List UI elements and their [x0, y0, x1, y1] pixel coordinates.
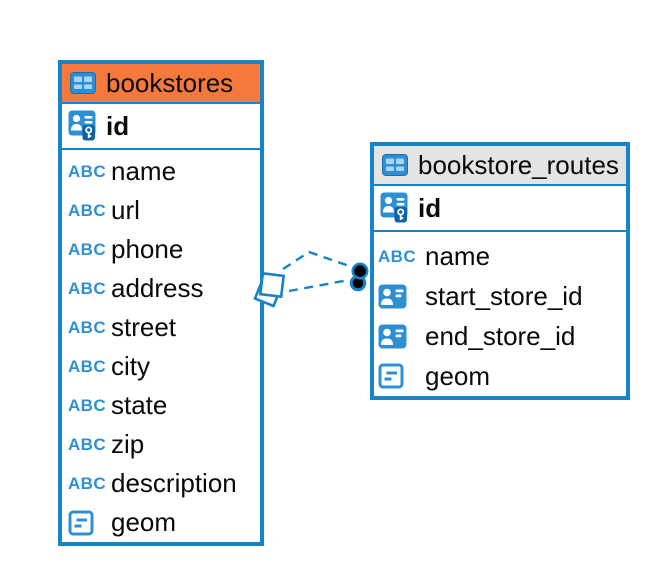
text-abc-icon: ABC — [68, 357, 107, 376]
column-row-state[interactable]: ABC state — [68, 390, 168, 420]
column-row-city[interactable]: ABC city — [68, 351, 150, 381]
text-abc-icon: ABC — [378, 246, 417, 266]
column-row-url[interactable]: ABC url — [68, 195, 140, 225]
column-row-geom[interactable]: geom — [374, 356, 626, 396]
person-card-icon — [378, 324, 419, 349]
text-abc-icon: ABC — [68, 240, 107, 259]
table-title: bookstore_routes — [418, 149, 619, 180]
relationship-source-marker[interactable] — [253, 271, 286, 308]
primary-key-name: id — [418, 192, 442, 223]
column-row-address[interactable]: ABC address — [68, 273, 204, 303]
column-row-description[interactable]: ABC description — [68, 468, 237, 498]
text-abc-icon: ABC — [68, 474, 107, 493]
text-abc-icon: ABC — [68, 435, 107, 454]
column-row-routes-id[interactable]: id — [374, 186, 626, 232]
column-row-start-store-id[interactable]: start_store_id — [374, 276, 626, 316]
text-abc-icon: ABC — [68, 201, 107, 220]
table-bookstores[interactable]: bookstores id ABC name — [58, 60, 264, 546]
relationship-target-marker[interactable] — [349, 262, 369, 292]
primary-key-name: id — [106, 110, 130, 141]
column-row-bookstores-id[interactable]: id — [62, 104, 260, 150]
person-card-icon — [378, 284, 419, 309]
table-bookstores-header[interactable]: bookstores — [62, 64, 260, 104]
table-title: bookstores — [106, 67, 234, 98]
column-row-geom[interactable]: geom — [62, 503, 260, 542]
table-icon — [70, 72, 96, 94]
column-row-name[interactable]: ABC name — [378, 240, 491, 271]
table-bookstore-routes[interactable]: bookstore_routes id ABC name — [370, 142, 630, 400]
column-row-end-store-id[interactable]: end_store_id — [374, 316, 626, 356]
column-row-street[interactable]: ABC street — [68, 312, 177, 342]
table-icon — [382, 154, 408, 176]
text-abc-icon: ABC — [68, 162, 107, 181]
text-abc-icon: ABC — [68, 318, 107, 337]
text-abc-icon: ABC — [68, 396, 107, 415]
relationship-line-1[interactable] — [282, 250, 353, 271]
column-list: ABC name ABC url ABC phone ABC address A… — [62, 150, 260, 542]
geometry-box-icon — [378, 363, 419, 389]
column-row-name[interactable]: ABC name — [68, 156, 177, 186]
column-row-zip[interactable]: ABC zip — [68, 429, 145, 459]
relationship-line-2[interactable] — [288, 278, 350, 293]
person-key-icon — [380, 192, 410, 224]
geometry-box-icon — [68, 510, 105, 536]
table-bookstore-routes-header[interactable]: bookstore_routes — [374, 146, 626, 186]
column-list: ABC name start_store_id — [374, 232, 626, 396]
column-row-phone[interactable]: ABC phone — [68, 234, 184, 264]
text-abc-icon: ABC — [68, 279, 107, 298]
person-key-icon — [68, 110, 98, 142]
